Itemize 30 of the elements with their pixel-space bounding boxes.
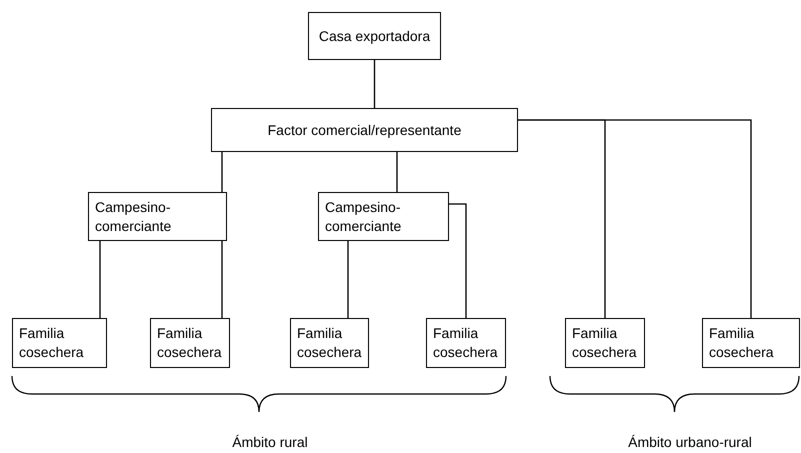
org-box [308,12,441,60]
org-box [702,318,800,368]
connector-line [374,60,376,108]
connector-line [347,241,349,318]
org-box [88,192,227,241]
box-label: Familia cosechera [571,324,638,362]
group-label: Ámbito rural [232,434,308,450]
box-label: Familia cosechera [432,324,499,362]
connector-line [99,241,101,318]
org-box [12,318,107,368]
org-box [565,318,645,368]
org-box [290,318,369,368]
box-label: Familia cosechera [156,324,223,362]
org-box [318,192,449,241]
group-label: Ámbito urbano-rural [628,434,752,450]
box-label: Familia cosechera [296,324,363,362]
org-box [426,318,506,368]
box-label: Factor comercial/representante [266,120,462,140]
org-box [211,108,518,152]
org-box [150,318,230,368]
box-label: Familia cosechera [18,324,85,362]
connector-line [221,241,223,318]
box-label: Familia cosechera [708,324,775,362]
box-label: Casa exportadora [318,26,432,46]
connector-line [396,152,398,192]
connector-line [221,152,223,192]
connector-line [518,119,752,318]
connector-line [449,203,467,318]
box-label: Campesino-comerciante [324,198,402,236]
box-label: Campesino-comerciante [94,198,172,236]
